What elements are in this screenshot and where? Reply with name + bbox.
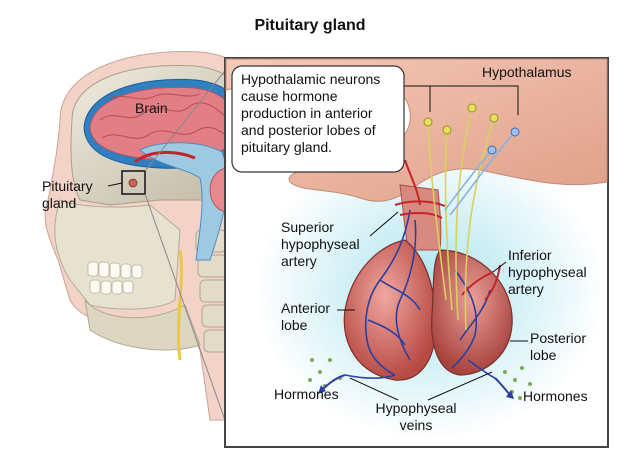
- hormones-right-label: Hormones: [523, 388, 588, 404]
- callout-box: [231, 65, 405, 173]
- posterior-lobe-label-line1: Posterior: [530, 330, 586, 346]
- pituitary-label-line2: gland: [42, 195, 76, 211]
- superior-artery-label-line3: artery: [281, 253, 317, 269]
- hypophyseal-veins-label-line2: veins: [400, 417, 433, 433]
- hormones-left-label: Hormones: [274, 386, 339, 402]
- callout-line5: pituitary gland.: [241, 139, 332, 155]
- anterior-lobe-label-line1: Anterior: [281, 300, 330, 316]
- brain-label: Brain: [135, 100, 168, 116]
- head-cross-section: [44, 51, 263, 441]
- callout-line4: and posterior lobes of: [241, 122, 376, 138]
- callout-line2: cause hormone: [241, 88, 338, 104]
- hypothalamus-label: Hypothalamus: [482, 64, 572, 80]
- posterior-lobe: [431, 249, 513, 376]
- diagram-title: Pituitary gland: [254, 17, 365, 34]
- inferior-artery-label-line3: artery: [508, 281, 544, 297]
- superior-artery-label-line1: Superior: [281, 219, 334, 235]
- anterior-lobe-label-line2: lobe: [281, 317, 308, 333]
- callout-line1: Hypothalamic neurons: [241, 71, 380, 87]
- hypophyseal-veins-label-line1: Hypophyseal: [376, 400, 457, 416]
- neuron-axons: [427, 107, 495, 331]
- pituitary-highlight-box: [121, 170, 146, 195]
- neuron-cell-bodies: [423, 103, 520, 155]
- callout-line3: production in anterior: [241, 105, 373, 121]
- superior-artery-label-line2: hypophyseal: [281, 236, 360, 252]
- detail-panel: [224, 57, 609, 448]
- pituitary-label-line1: Pituitary: [42, 178, 93, 194]
- inferior-artery-label-line1: Inferior: [508, 247, 552, 263]
- hormone-granules: [308, 358, 532, 400]
- artery-network: [394, 159, 501, 301]
- inferior-artery-label-line2: hypophyseal: [508, 264, 587, 280]
- posterior-lobe-label-line2: lobe: [530, 347, 557, 363]
